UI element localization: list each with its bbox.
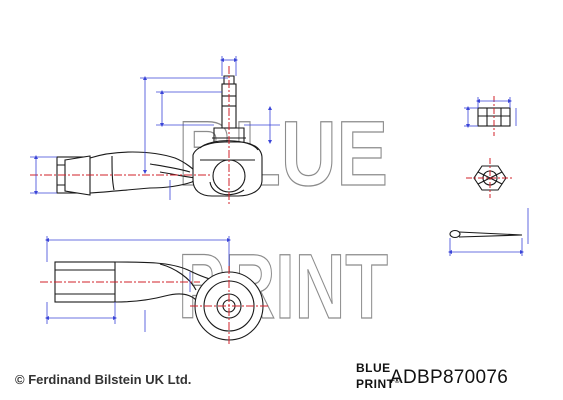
plan-view-dimensions xyxy=(45,236,231,332)
logo-line2: PRINT® xyxy=(356,375,400,391)
tie-rod-end-plan-view xyxy=(40,236,270,346)
logo-line2-text: PRINT xyxy=(356,377,395,391)
ball-joint-housing xyxy=(192,141,263,197)
side-view-dimensions xyxy=(30,56,280,200)
castle-nut-top-view xyxy=(466,158,514,198)
tie-rod-end-side-view xyxy=(30,56,280,205)
cotter-pin xyxy=(448,208,529,256)
brand-logo: BLUE PRINT® xyxy=(356,361,400,391)
registered-mark: ® xyxy=(394,378,401,385)
logo-line1: BLUE xyxy=(356,361,391,375)
castle-nut-side-view xyxy=(464,96,517,136)
copyright-notice: © Ferdinand Bilstein UK Ltd. xyxy=(15,372,192,387)
part-number: ADBP870076 xyxy=(390,367,509,388)
